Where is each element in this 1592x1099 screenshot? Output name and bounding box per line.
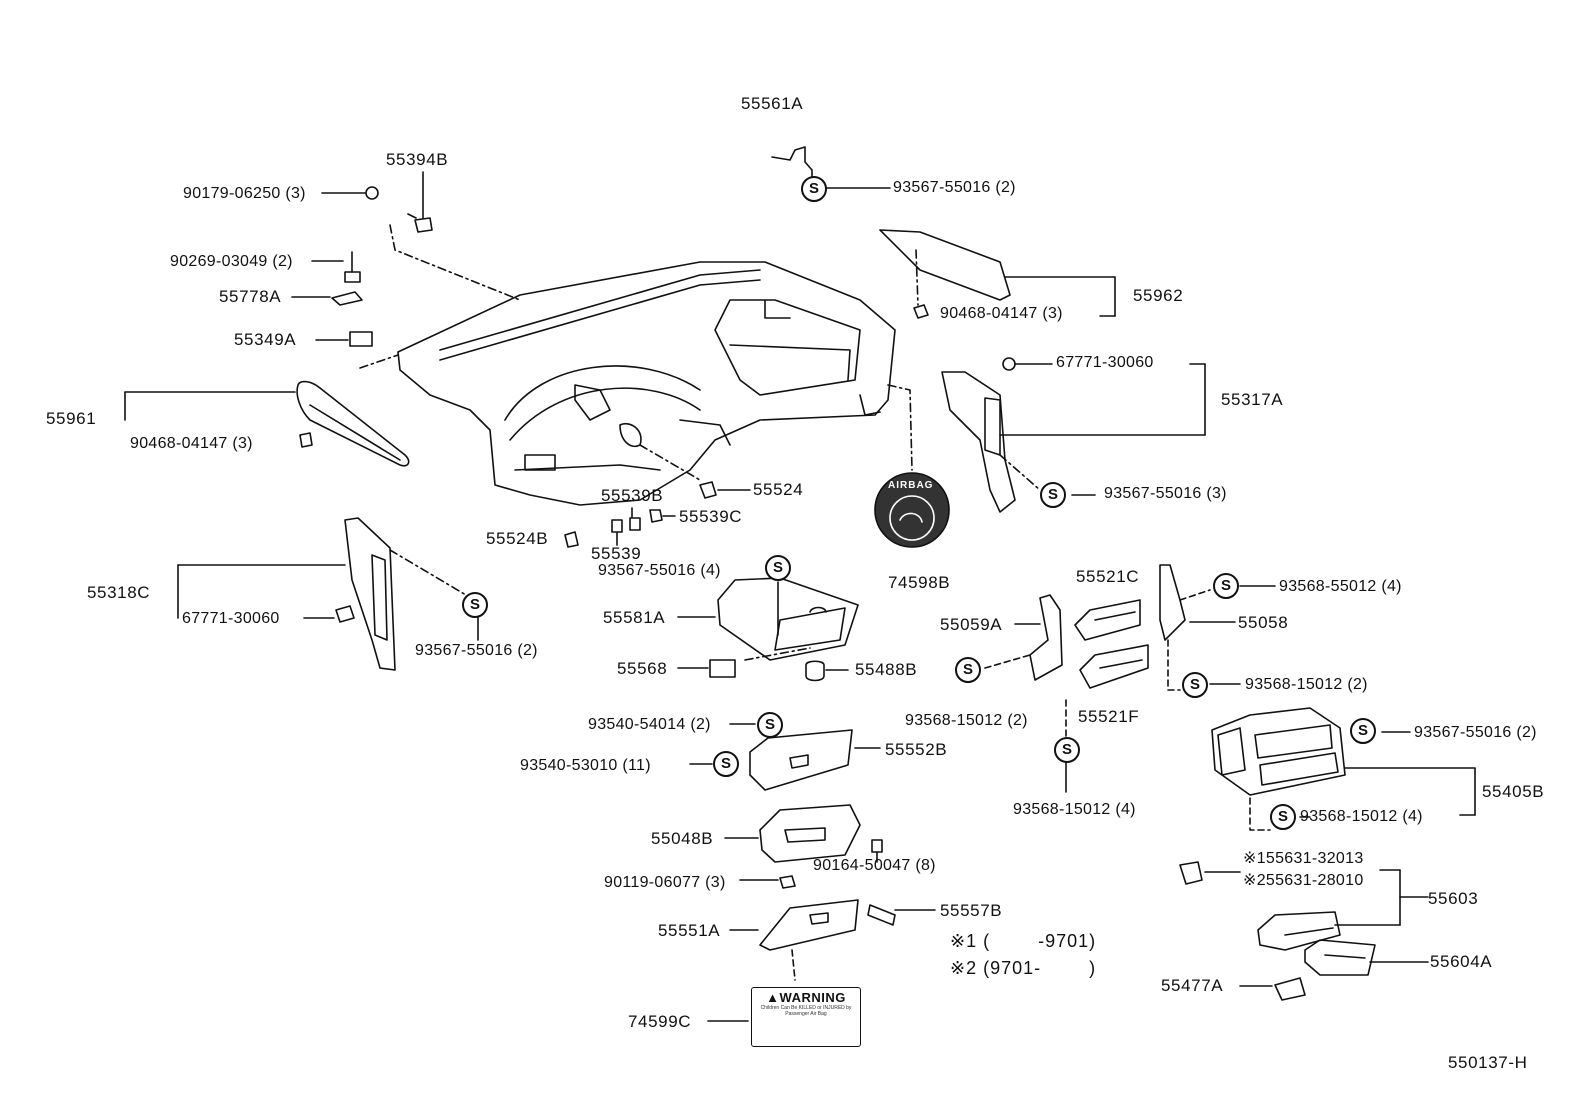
note-mark: ※2 [950,958,978,978]
part-label: 55488B [855,660,918,679]
service-mark: S [1182,672,1208,698]
part-label: 74598B [888,573,951,592]
service-mark: S [1350,718,1376,744]
part-label: 90468-04147 (3) [940,305,1063,322]
part-label: 93540-54014 (2) [588,716,711,733]
glovebox-door-55551a [759,899,859,951]
part-label: 90179-06250 (3) [183,185,306,202]
figure-code: 550137-H [1448,1053,1528,1072]
glovebox-housing-55581a [717,577,859,661]
part-label: 55962 [1133,286,1184,305]
part-label: 55539 [591,544,642,563]
part-label: 55349A [234,330,297,349]
part-label: 55524B [486,529,549,548]
part-label: 55405B [1482,782,1545,801]
part-label: 55318C [87,583,151,602]
warning-text: Children Can Be KILLED or INJURED by Pas… [760,1005,852,1017]
part-label: 55539B [601,486,664,505]
part-label: 90468-04147 (3) [130,435,253,452]
side-panel-55317a [941,371,1016,513]
part-label: 55059A [940,615,1003,634]
part-label: 93568-15012 (2) [905,712,1028,729]
warning-label: ▲WARNING Children Can Be KILLED or INJUR… [751,987,861,1047]
part-label: 55604A [1430,952,1493,971]
pad-55962 [879,229,1011,301]
part-label: 93568-55012 (4) [1279,578,1402,595]
side-panel-55318c [344,517,396,671]
service-mark: S [955,657,981,683]
part-label: 93567-55016 (4) [598,562,721,579]
bracket-55561a [771,146,813,179]
service-mark: S [765,555,791,581]
part-label: 55058 [1238,613,1289,632]
part-label: 55568 [617,659,668,678]
part-label: 90164-50047 (8) [813,857,936,874]
part-label: 93540-53010 (11) [520,757,651,774]
part-label: 93567-55016 (2) [1414,724,1537,741]
part-label: 55477A [1161,976,1224,995]
ashtray-insert-55604a [1304,939,1376,976]
part-label: 55317A [1221,390,1284,409]
lock-55048b [759,804,861,863]
part-label: 55961 [46,409,97,428]
part-label: 74599C [628,1012,692,1031]
glovebox-inner-55552b [749,729,853,791]
service-mark: S [713,751,739,777]
service-mark: S [1040,482,1066,508]
part-label: 55581A [603,608,666,627]
part-label: 55552B [885,740,948,759]
part-label: 55394B [386,150,449,169]
part-label: 90119-06077 (3) [604,874,726,891]
instrument-panel-outline [397,261,896,506]
part-label: 55557B [940,901,1003,920]
airbag-emblem-text: AIRBAG [888,480,934,491]
part-label: 55778A [219,287,282,306]
part-label: 93567-55016 (2) [415,642,538,659]
part-label: 93568-15012 (2) [1245,676,1368,693]
note-mark: ※1 [950,931,978,951]
service-mark: S [1054,737,1080,763]
part-label: 93568-15012 (4) [1300,808,1423,825]
note-2: ※2 (9701- ) [950,958,1096,979]
part-label: 55561A [741,94,804,113]
ashtray-55603 [1257,911,1341,951]
note-1: ※1 ( -9701) [950,931,1096,952]
service-mark: S [757,712,783,738]
service-mark: S [1213,573,1239,599]
note-range: (9701- ) [983,958,1097,978]
service-mark: S [1270,804,1296,830]
part-label: 93567-55016 (2) [893,179,1016,196]
pad-55961 [296,380,410,467]
service-mark: S [801,176,827,202]
part-label: ※255631-28010 [1243,872,1364,889]
part-label: 55521C [1076,567,1140,586]
note-range: ( -9701) [983,931,1097,951]
part-label: 55524 [753,480,804,499]
part-label: 55603 [1428,889,1479,908]
part-label: 55539C [679,507,743,526]
part-label: ※155631-32013 [1243,850,1364,867]
part-label: 55048B [651,829,714,848]
center-cluster-55405b [1211,707,1346,796]
part-label: 93568-15012 (4) [1013,801,1136,818]
part-label: 90269-03049 (2) [170,253,293,270]
warning-heading: ▲WARNING [766,990,846,1005]
part-label: 67771-30060 [182,610,280,627]
part-label: 55551A [658,921,721,940]
part-label: 93567-55016 (3) [1104,485,1227,502]
part-label: 55521F [1078,707,1140,726]
part-label: 67771-30060 [1056,354,1154,371]
service-mark: S [462,592,488,618]
